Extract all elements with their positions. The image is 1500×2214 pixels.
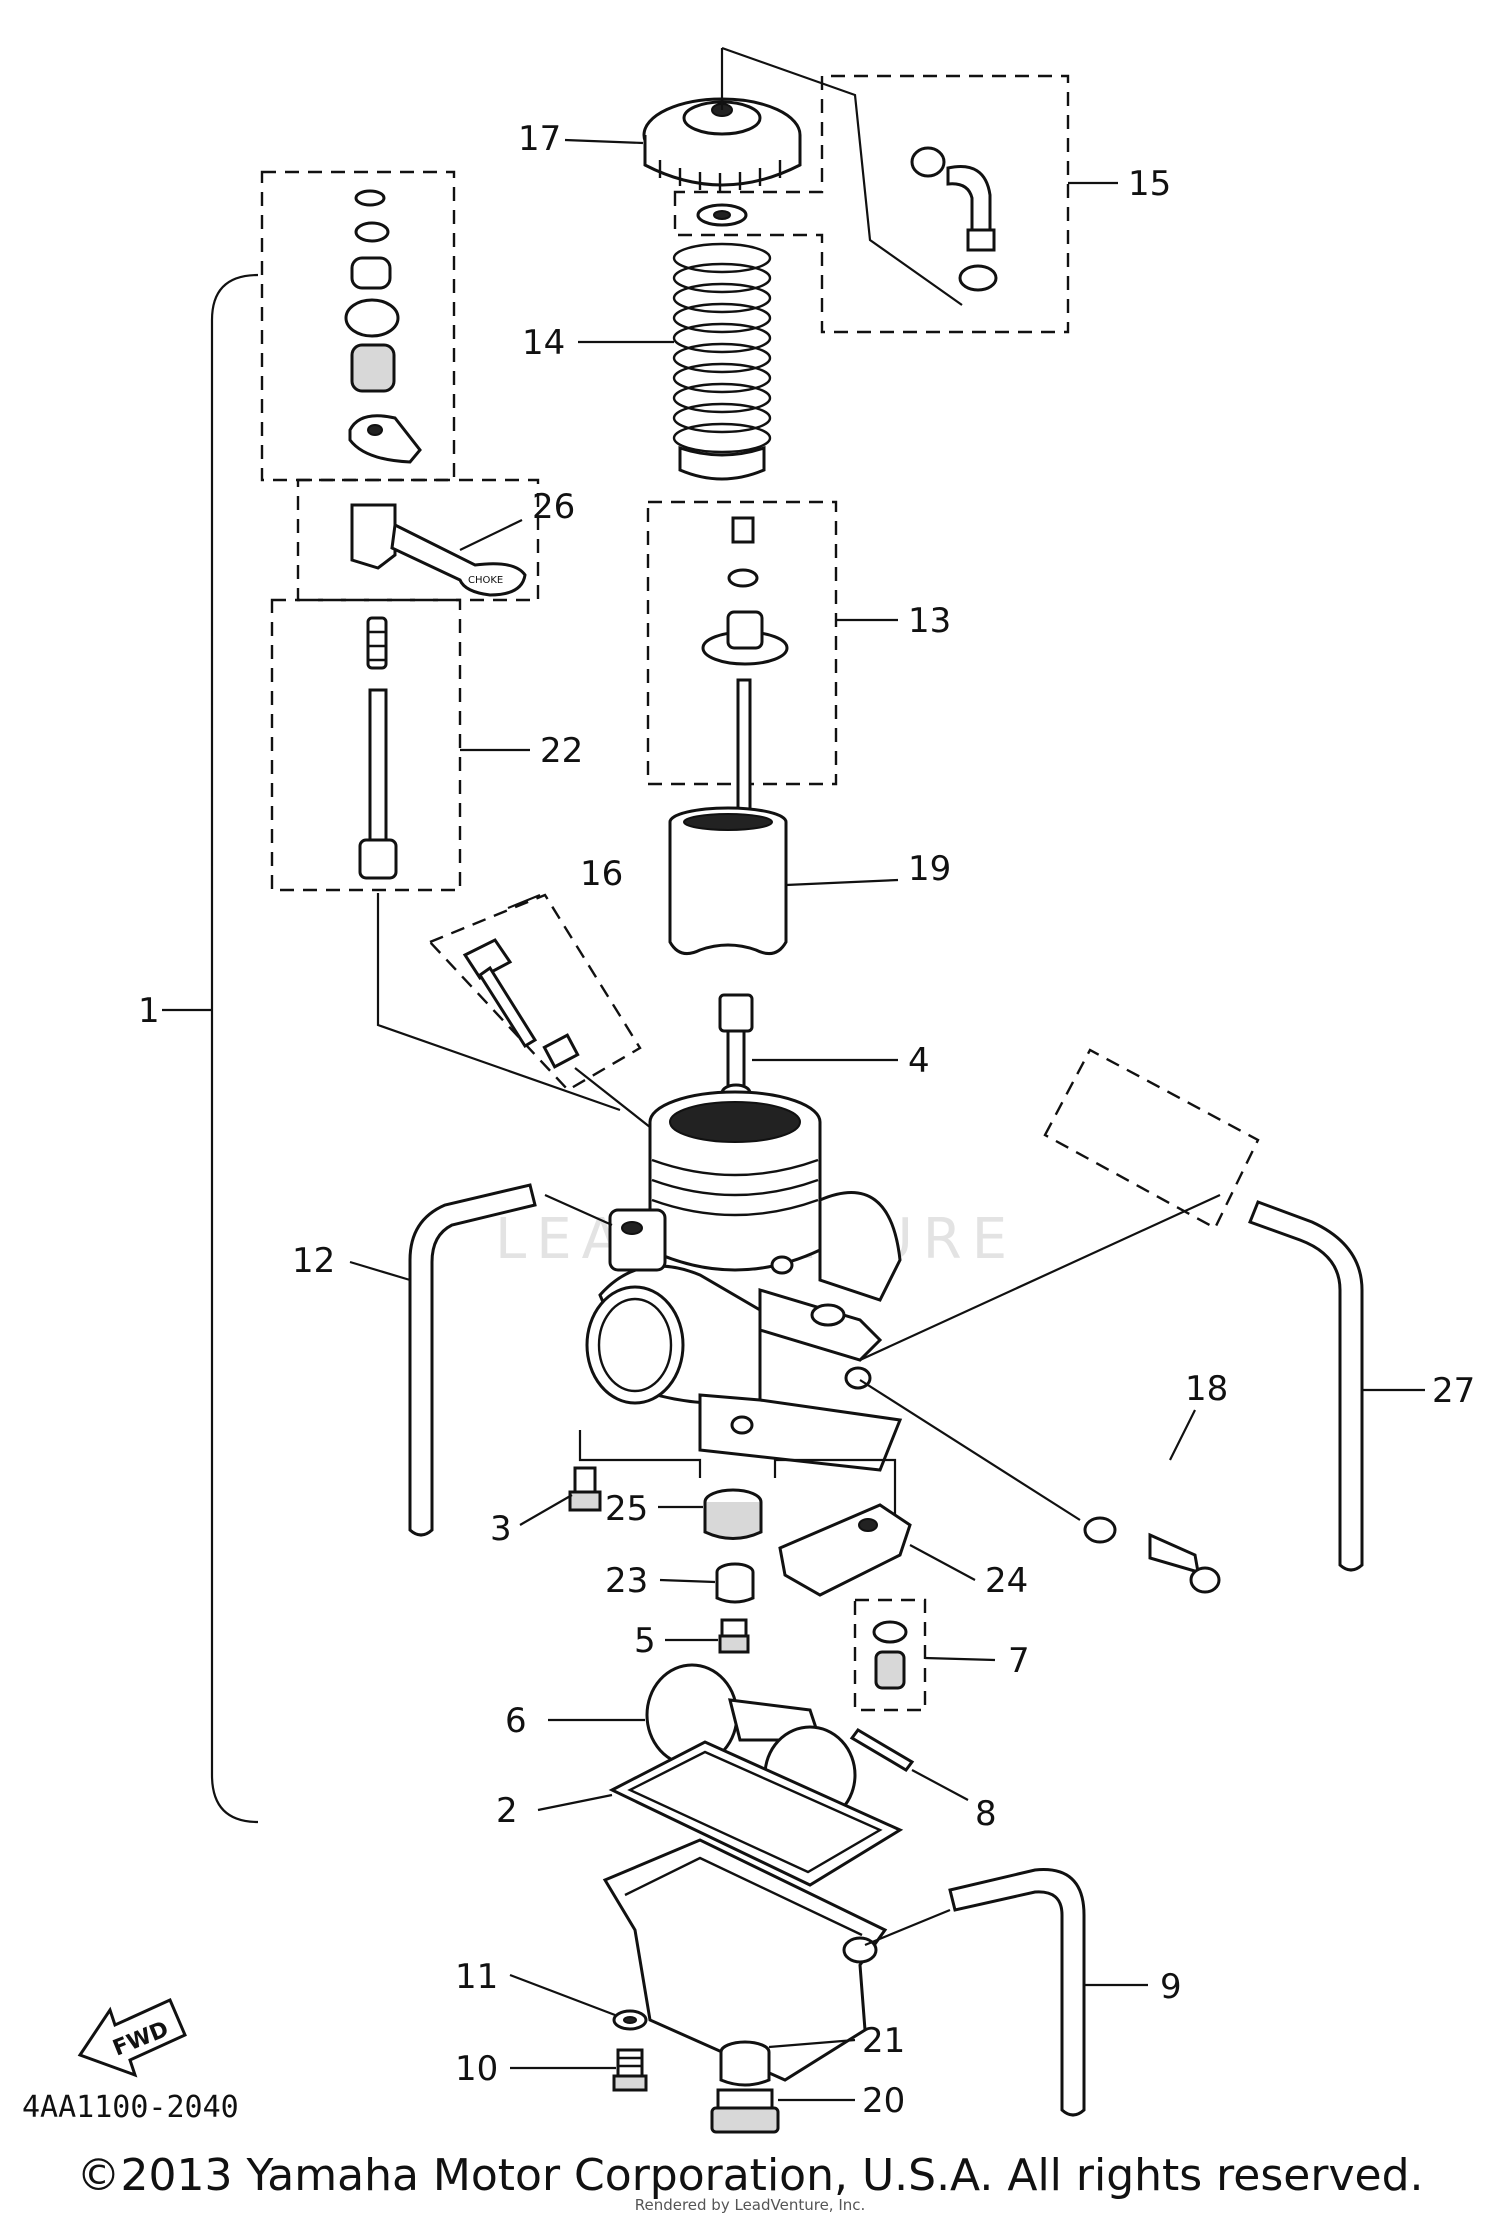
- group-box-7: [853, 1598, 927, 1712]
- callout-13: 13: [908, 601, 951, 641]
- callout-7: 7: [1008, 1641, 1030, 1681]
- rendered-by-notice: Rendered by LeadVenture, Inc.: [634, 2196, 866, 2214]
- part-26-choke-lever: CHOKE: [350, 503, 527, 597]
- callout-11: 11: [455, 1957, 498, 1997]
- group-box-26: [296, 478, 540, 602]
- part-13-needle-assembly: [701, 516, 789, 852]
- part-24-plate: [778, 1503, 912, 1597]
- part-float-bowl: [602, 1838, 888, 2082]
- callout-27: 27: [1432, 1371, 1475, 1411]
- part-25-jet-holder: [703, 1488, 763, 1540]
- callout-21: 21: [862, 2021, 905, 2061]
- part-4-needle-jet: [718, 993, 754, 1103]
- part-carburetor-body: [585, 1090, 903, 1472]
- callout-16: 16: [580, 854, 623, 894]
- leader-bottom-bracket: [578, 1430, 897, 1520]
- part-15-elbow-fitting: [910, 146, 998, 292]
- callout-3: 3: [490, 1509, 512, 1549]
- callout-15: 15: [1128, 164, 1171, 204]
- leader-27-link: [859, 1194, 1221, 1361]
- part-19-throttle-slide: [668, 806, 788, 956]
- callout-12: 12: [292, 1241, 335, 1281]
- leader-16-link: [574, 1067, 661, 1136]
- part-12-hose: [408, 1183, 537, 1537]
- group-box-choke-top: [260, 170, 456, 482]
- part-23-nozzle: [715, 1562, 755, 1604]
- callout-14: 14: [522, 323, 565, 363]
- callout-23: 23: [605, 1561, 648, 1601]
- callout-4: 4: [908, 1041, 930, 1081]
- part-18-stop-screw: [1083, 1516, 1221, 1594]
- callout-10: 10: [455, 2049, 498, 2089]
- group-box-15: [673, 74, 1070, 334]
- choke-label: CHOKE: [468, 575, 503, 586]
- assembly-bracket: [210, 273, 259, 1824]
- callout-22: 22: [540, 731, 583, 771]
- callout-19: 19: [908, 849, 951, 889]
- callout-24: 24: [985, 1561, 1028, 1601]
- leader-12-link: [544, 1193, 613, 1227]
- part-3-screw: [568, 1466, 602, 1512]
- part-14-spring: [672, 242, 772, 481]
- copyright-notice: ©2013 Yamaha Motor Corporation, U.S.A. A…: [76, 2150, 1424, 2201]
- part-22-starter-plunger: [358, 616, 398, 880]
- part-2-gasket: [608, 1740, 904, 1887]
- group-box-16: [427, 893, 642, 1092]
- part-27-hose: [1248, 1200, 1364, 1572]
- group-box-18: [1043, 1048, 1260, 1230]
- callout-26: 26: [532, 487, 575, 527]
- part-10-screw: [612, 2048, 648, 2092]
- part-8-pin: [849, 1728, 915, 1772]
- callout-labels: 1 2 3 4 5 6 7 8 9 10 11 12 13 14 15 16 1…: [138, 119, 1475, 2121]
- callout-25: 25: [605, 1489, 648, 1529]
- part-16-pilot-screw: [462, 938, 580, 1069]
- callout-2: 2: [496, 1791, 518, 1831]
- leader-18-link: [859, 1379, 1081, 1521]
- part-choke-stack: [344, 189, 422, 464]
- callout-17: 17: [518, 119, 561, 159]
- callout-6: 6: [505, 1701, 527, 1741]
- part-9-hose: [948, 1868, 1086, 2117]
- callout-5: 5: [634, 1621, 656, 1661]
- part-20-drain-plug: [710, 2088, 780, 2134]
- callout-20: 20: [862, 2081, 905, 2121]
- callout-9: 9: [1160, 1967, 1182, 2007]
- part-5-jet: [718, 1618, 750, 1654]
- part-21-oring: [719, 2040, 771, 2087]
- callout-1: 1: [138, 991, 160, 1031]
- fwd-arrow-icon: FWD: [77, 1998, 187, 2078]
- leader-lines: [349, 138, 1425, 2102]
- callout-18: 18: [1185, 1369, 1228, 1409]
- leader-22-link: [376, 893, 621, 1112]
- leader-15-link: [721, 46, 963, 306]
- group-box-22: [270, 598, 462, 892]
- callout-8: 8: [975, 1794, 997, 1834]
- part-17-cap: [642, 97, 802, 191]
- part-7-needle-valve: [872, 1620, 908, 1690]
- diagram-code: 4AA1100-2040: [22, 2090, 239, 2125]
- part-11-washer: [612, 2009, 648, 2031]
